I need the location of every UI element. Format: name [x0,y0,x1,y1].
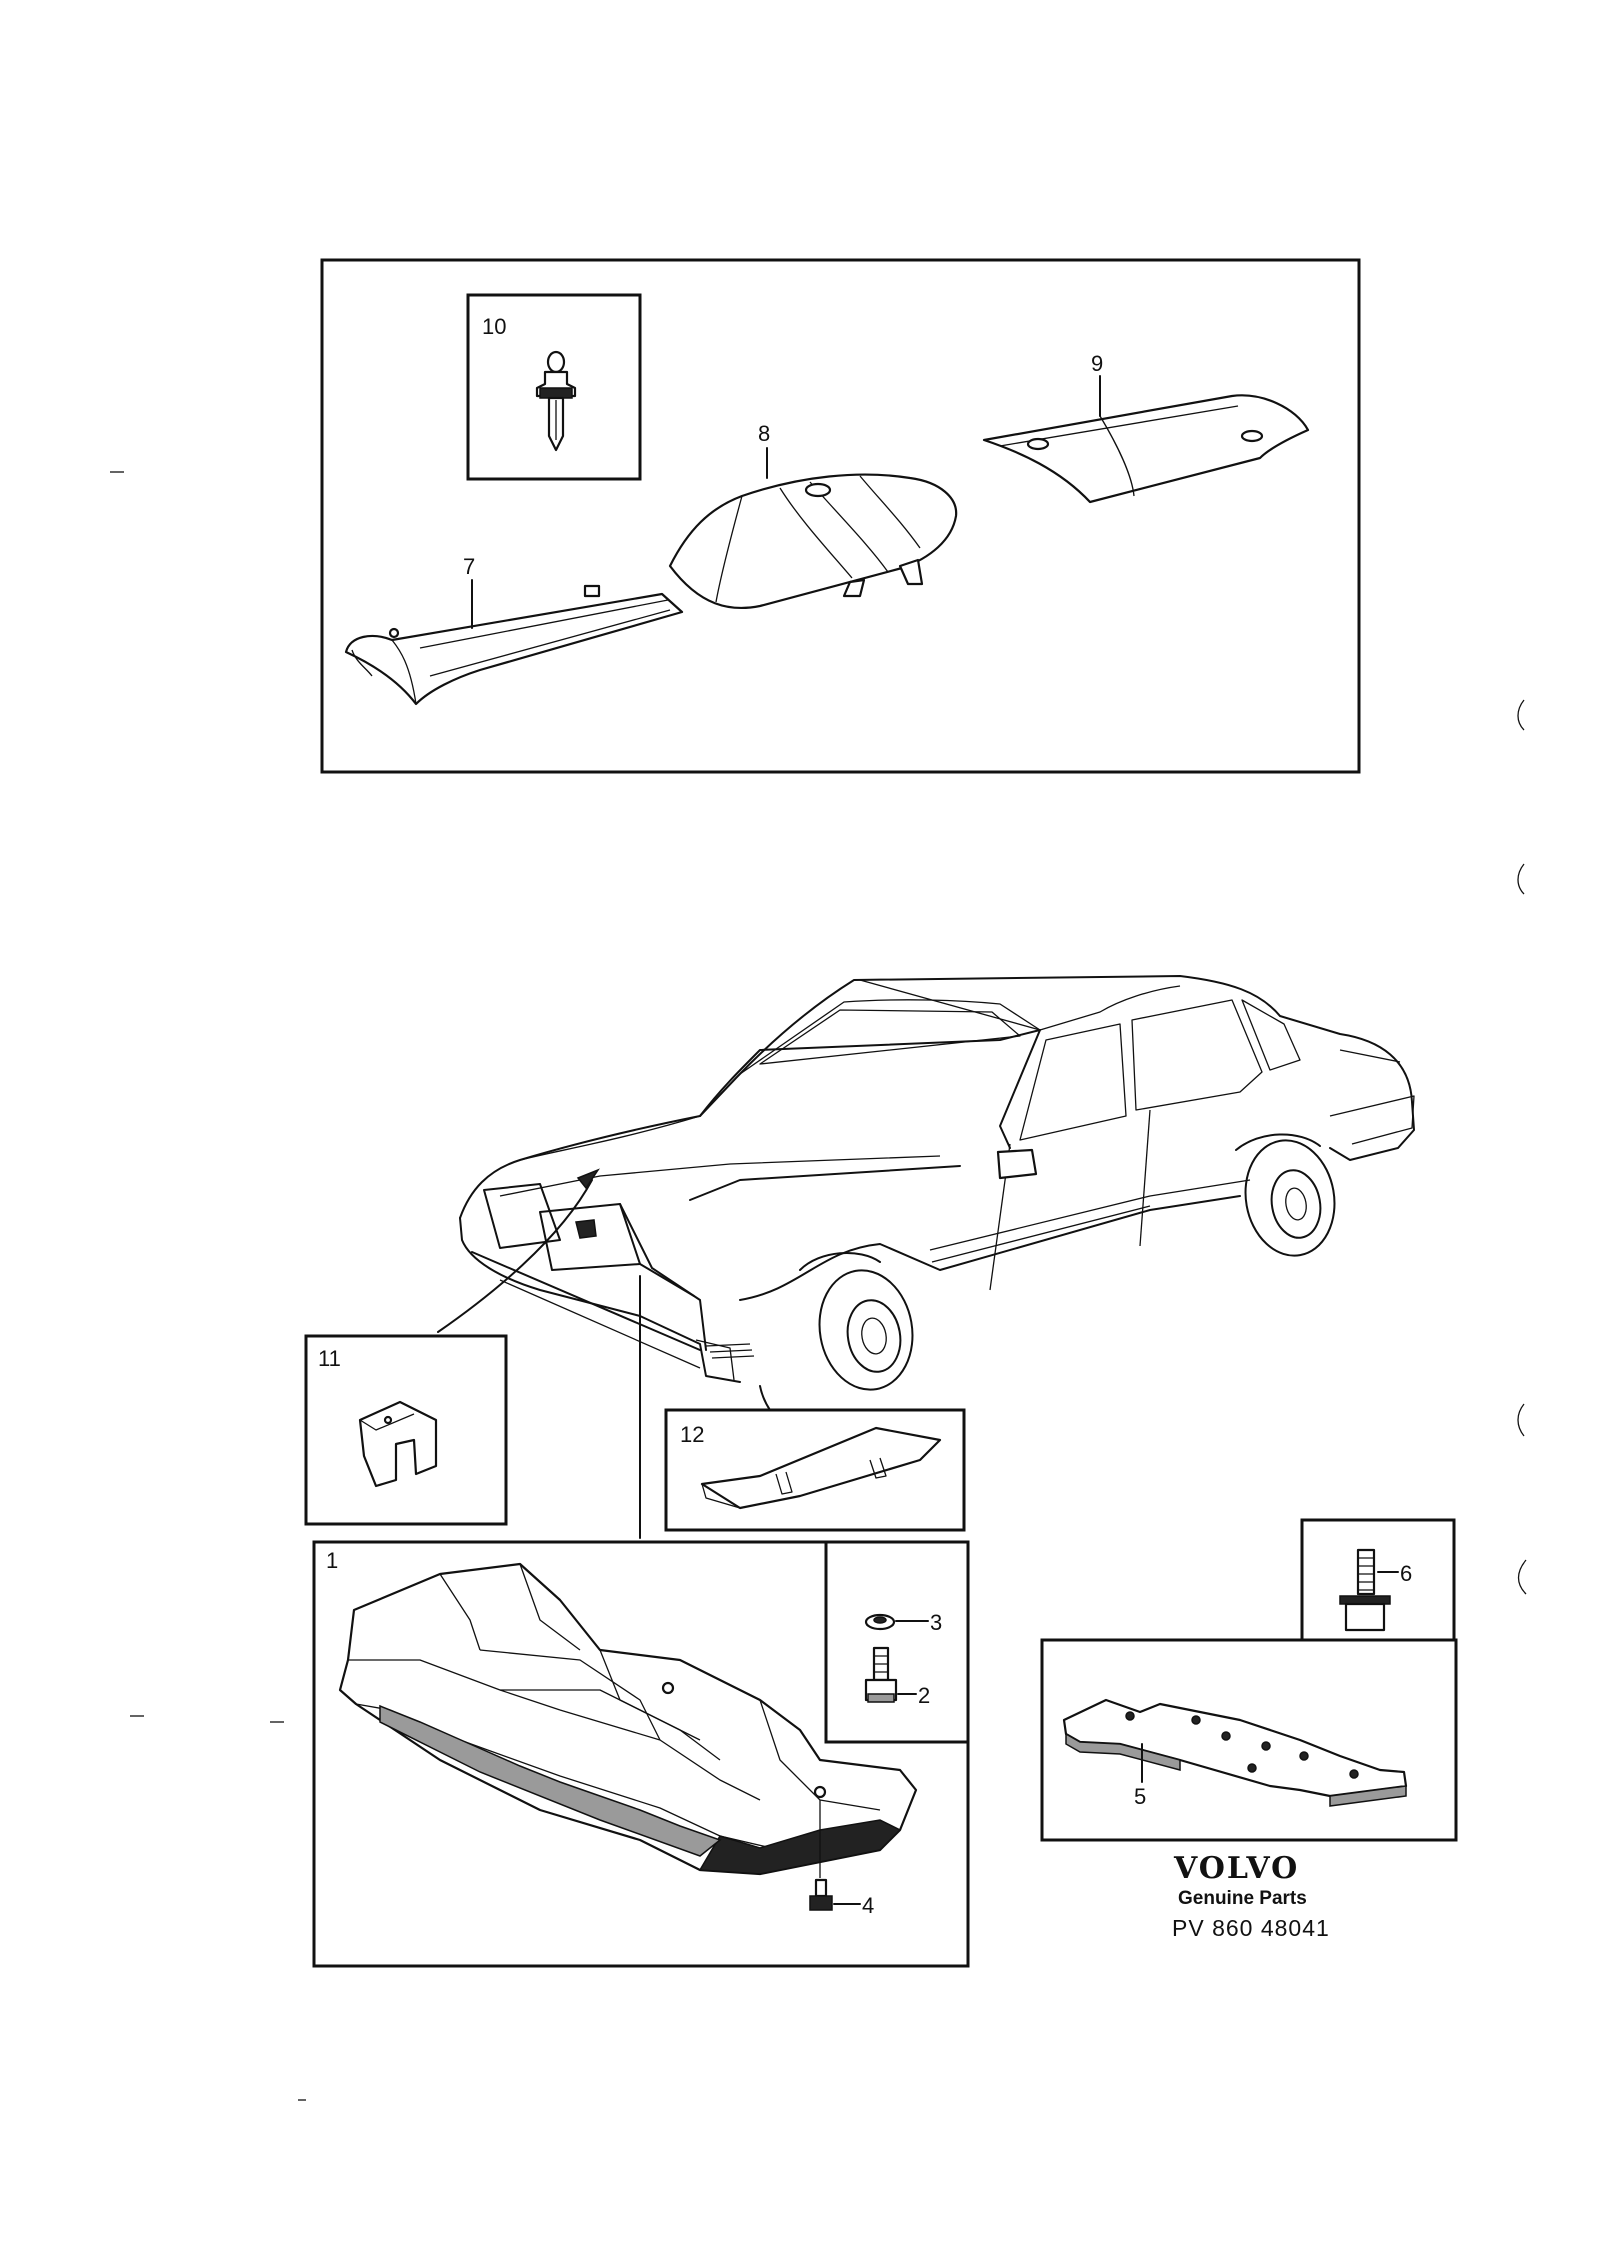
top-panel-frame [320,258,1361,774]
callout-2: 2 [918,1683,930,1708]
box12-arrow-leader [759,1385,771,1411]
callout-6: 6 [1400,1561,1412,1586]
callout-5: 5 [1134,1784,1146,1809]
bracket-box-frame [1040,1638,1458,1842]
brand-subtitle: Genuine Parts [1178,1888,1307,1909]
skid-plate-part-1 [338,1562,918,1876]
push-clip-part-10 [535,350,577,452]
callout-7: 7 [463,554,475,579]
callout-4: 4 [862,1893,874,1918]
callout-12: 12 [680,1422,704,1447]
splash-shield-part-12 [700,1426,942,1510]
clip-part-11 [358,1400,438,1488]
washer-part-3 [864,1613,896,1631]
scan-marks [110,471,1527,2101]
callout-9: 9 [1091,351,1103,376]
brand-logo: VOLVO [1173,1851,1299,1886]
sedan-car-illustration [437,975,1415,1391]
shield-box-12-frame [664,1408,966,1532]
bracket-part-5 [1062,1698,1408,1807]
bolt-subbox-frame [824,1542,968,1744]
callout-8: 8 [758,421,770,446]
screw-part-6 [1339,1548,1391,1632]
screw-part-4 [809,1800,833,1911]
skid-plate-box-frame [312,1540,970,1968]
clip-box-11-frame [304,1334,508,1526]
callout-11: 11 [318,1346,341,1371]
heat-shield-part-8 [668,473,958,610]
callout-3: 3 [930,1610,942,1635]
heat-shield-part-9 [982,394,1310,504]
heat-shield-part-7 [344,584,684,706]
clip-box-frame [466,293,642,481]
diagram-code: PV 860 48041 [1172,1915,1330,1941]
bolt-part-2 [864,1646,898,1703]
screw-box-6-frame [1300,1518,1456,1640]
callout-10: 10 [482,314,506,339]
callout-1: 1 [326,1548,338,1573]
